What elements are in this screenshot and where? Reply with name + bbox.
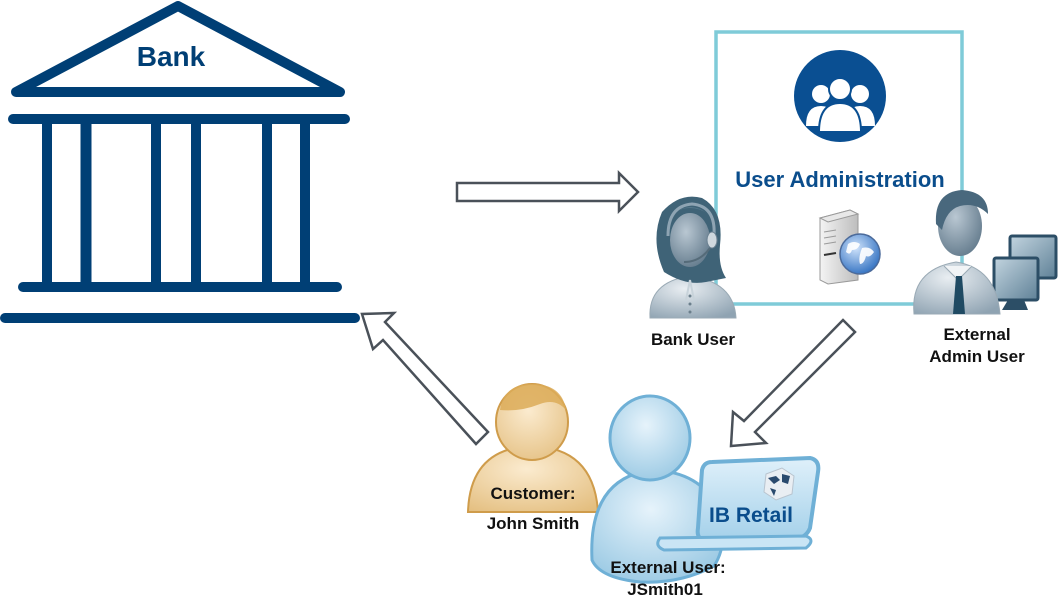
admin-with-monitors-icon: [913, 190, 1058, 315]
bank-roof: [11, 1, 345, 97]
web-server-globe-icon: [818, 209, 881, 285]
external-user-label-line2: JSmith01: [627, 580, 703, 599]
ib-retail-laptop: [656, 455, 821, 552]
external-user-icon: [590, 394, 725, 584]
ib-retail-label: IB Retail: [709, 504, 793, 527]
customer-label-line2: John Smith: [487, 514, 580, 533]
flow-arrow-admin-to-ibretail: [729, 318, 857, 448]
world-map-cube-icon: [763, 467, 795, 501]
external-user-label-line1: External User:: [610, 558, 725, 577]
external-admin-label-line1: External: [943, 325, 1010, 344]
call-center-agent-icon: [649, 196, 737, 319]
customer-label-line1: Customer:: [490, 484, 575, 503]
monitor-icon: [992, 256, 1040, 310]
user-administration-title: User Administration: [735, 167, 944, 192]
bank-building-icon: [0, 1, 360, 323]
customer-person-icon: [466, 383, 600, 513]
external-admin-label-line2: Admin User: [929, 347, 1025, 366]
user-group-icon: [794, 50, 886, 142]
flow-arrow-customer-to-bank: [360, 311, 490, 446]
flow-arrow-bank-to-admin: [455, 169, 640, 215]
bank-user-label: Bank User: [651, 330, 735, 349]
bank-label: Bank: [137, 41, 206, 72]
